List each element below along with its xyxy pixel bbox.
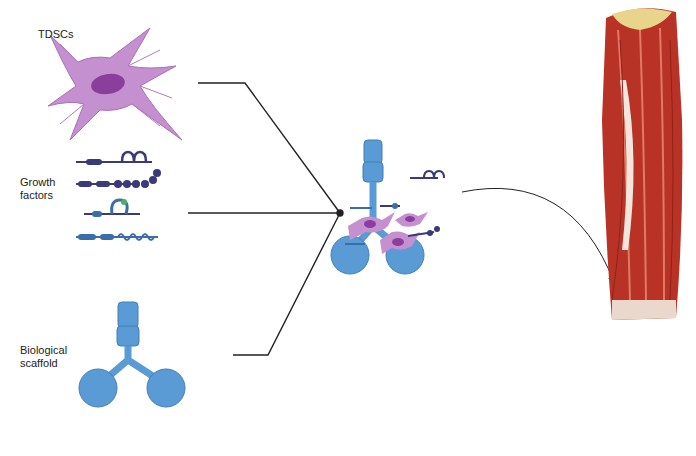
scaffold-icon	[79, 302, 185, 407]
implant-arrow	[462, 188, 614, 282]
figure-label: Biological scaffold	[20, 344, 78, 370]
stem-cell	[48, 28, 182, 140]
growth-factor-icons	[76, 152, 161, 240]
muscle-illustration	[602, 8, 682, 320]
figure-label: Growth factors	[20, 176, 78, 202]
figure-label: TDSCs	[38, 28, 96, 41]
construct	[331, 140, 444, 274]
merge-lines	[188, 83, 343, 355]
